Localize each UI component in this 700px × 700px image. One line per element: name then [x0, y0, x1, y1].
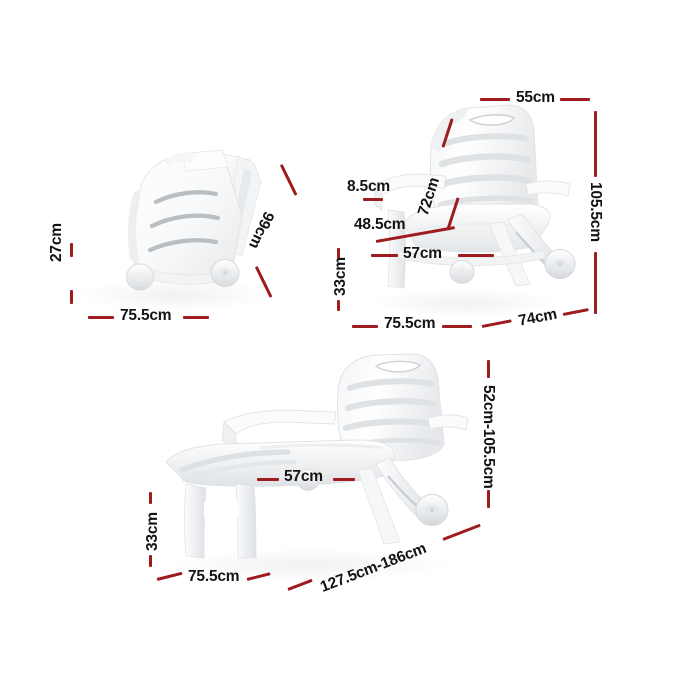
dim-v2-seat-height-tick-bottom [337, 300, 341, 311]
dim-v3-seat-width-tick-right [333, 478, 355, 482]
dim-v2-total-height-label: 105.5cm [587, 182, 604, 242]
dim-v2-back-width-tick-right [560, 98, 590, 102]
dim-v3-width-tick-left [156, 571, 183, 582]
dim-v3-height-label: 52cm-105.5cm [480, 385, 497, 489]
dim-v3-height-tick-bottom [487, 490, 491, 508]
dim-v3-seat-height-label: 33cm [144, 512, 161, 551]
product-view-folded [82, 138, 297, 298]
dim-v2-width-tick-right [442, 325, 472, 329]
dim-v3-seat-height-tick-bottom [149, 555, 153, 567]
dim-v2-seat-height-tick-top [337, 248, 341, 259]
dim-v3-height-tick-top [487, 360, 491, 378]
dim-v2-back-width-tick-left [480, 98, 510, 102]
dim-v3-seat-width-label: 57cm [284, 468, 323, 485]
dim-v2-width-tick-left [352, 325, 378, 329]
dim-v3-seat-height-tick-top [149, 492, 153, 504]
dim-v1-width-label: 75.5cm [120, 307, 172, 324]
dim-v2-total-height-tick-bottom [594, 252, 598, 314]
dim-v2-seat-width-label: 57cm [403, 245, 442, 262]
dim-v2-armrest-tick [363, 198, 383, 202]
dim-v2-seat-depth-label: 48.5cm [354, 216, 406, 233]
dim-v1-height-tick-bottom [70, 290, 74, 304]
dim-v2-depth-label: 74cm [517, 305, 559, 330]
product-view-chair [358, 100, 588, 300]
dim-v3-seat-width-tick-left [257, 478, 279, 482]
dim-v2-width-label: 75.5cm [384, 315, 436, 332]
dim-v1-height-label: 27cm [48, 223, 65, 262]
product-view-lounger [160, 352, 470, 567]
dim-v2-total-height-tick-top [594, 111, 598, 177]
dim-v2-back-width-label: 55cm [516, 89, 555, 106]
dim-v3-length-tick-left [287, 578, 313, 592]
dim-v2-armrest-label: 8.5cm [347, 178, 390, 195]
dim-v1-width-tick-left [88, 316, 114, 320]
dim-v2-seat-width-tick-right [458, 254, 494, 258]
dim-v3-width-tick-right [246, 572, 271, 582]
dim-v2-seat-width-tick-left [371, 254, 398, 258]
dim-v2-depth-tick-right [562, 308, 589, 317]
dim-v1-width-tick-right [183, 316, 209, 320]
dim-v1-height-tick-top [70, 243, 74, 257]
dim-v2-depth-tick-left [481, 319, 512, 329]
dim-v3-width-label: 75.5cm [188, 568, 240, 585]
dim-v2-seat-height-label: 33cm [332, 257, 349, 296]
